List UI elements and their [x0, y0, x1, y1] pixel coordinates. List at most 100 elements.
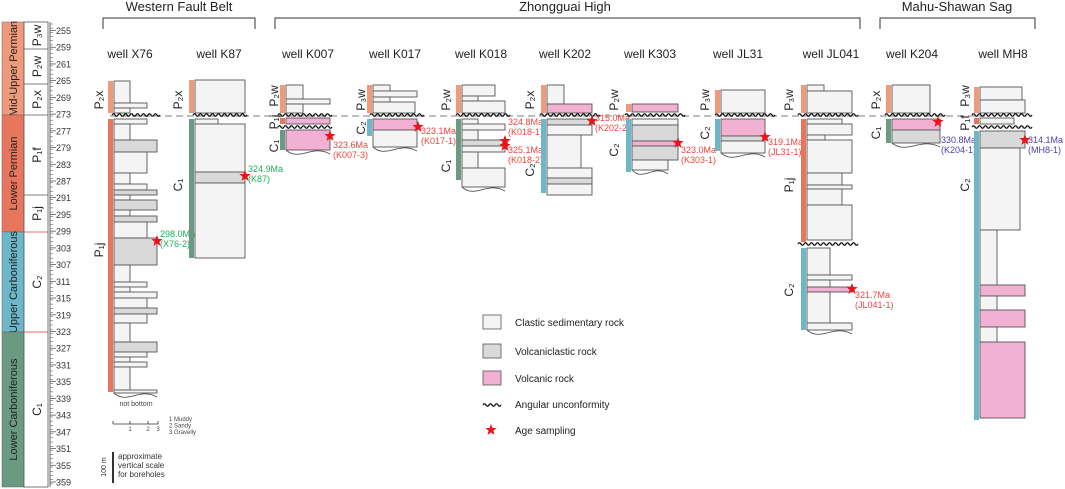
age-tick-label: 299 [56, 227, 71, 237]
age-tick-label: 323 [56, 327, 71, 337]
lithology-interval [631, 140, 679, 147]
formation-bar [715, 119, 720, 151]
sample-label: (K018-2) [508, 155, 543, 165]
lithology-interval [461, 129, 479, 141]
age-tick-label: 331 [56, 360, 71, 370]
lithology-interval [113, 107, 131, 114]
formation-bar [367, 85, 372, 113]
lithology-interval [113, 189, 158, 196]
legend-swatch-clastic [482, 314, 502, 330]
lithology-interval [979, 147, 1021, 231]
legend-label: Age sampling [515, 426, 576, 437]
not-bottom-label: not bottom [119, 401, 152, 408]
angular-unconformity [714, 113, 776, 117]
angular-unconformity [111, 113, 161, 117]
formation-bar [280, 130, 285, 150]
lithology-interval [285, 98, 331, 105]
lithology-interval [113, 215, 158, 223]
lithology-interval [546, 183, 593, 196]
grain-scale-tick-label: 2 [146, 427, 150, 433]
formation-bar [626, 119, 631, 172]
lithology-interval [113, 281, 148, 288]
lithology-interval [372, 101, 416, 114]
lithology-interval [461, 95, 479, 102]
sample-label: (K007-3) [333, 150, 368, 160]
lithology-interval [806, 247, 831, 276]
angular-unconformity [277, 125, 333, 129]
formation-bar [280, 118, 285, 124]
group-title: Western Fault Belt [126, 0, 233, 14]
lithology-interval [631, 145, 679, 161]
formation-label: C₂ [607, 143, 621, 157]
age-label: 324.8Ma [508, 117, 543, 127]
legend-unconformity-icon [482, 403, 502, 407]
age-tick-label: 343 [56, 411, 71, 421]
formation-bar [456, 85, 461, 113]
lithology-interval [113, 297, 148, 309]
lithology-interval [113, 356, 131, 363]
lithology-interval [806, 123, 853, 136]
lithology-interval [113, 209, 131, 217]
lithology-interval [113, 194, 131, 201]
lithology-interval [461, 123, 506, 131]
formation-bar [974, 87, 979, 113]
age-label: 314.1Ma [1028, 135, 1063, 145]
lithology-interval [113, 286, 131, 293]
unit-label: P₂w [30, 56, 44, 78]
lithology-interval [113, 389, 158, 394]
lithology-interval [461, 151, 479, 169]
formation-label: P₂w [439, 89, 453, 111]
lithology-interval [113, 291, 158, 299]
lithology-interval [546, 167, 593, 179]
lithology-interval [546, 84, 565, 105]
lithology-interval [113, 237, 158, 266]
age-tick-label: 287 [56, 177, 71, 187]
legend-label: Volcaniclastic rock [515, 347, 598, 358]
lithology-interval [113, 307, 158, 315]
formation-label: C₁ [439, 160, 453, 173]
sample-label: (K018-1) [508, 127, 543, 137]
lithology-interval [113, 123, 131, 141]
lithology-interval [113, 366, 131, 391]
lithology-interval [113, 361, 148, 368]
sample-label: (K202-2) [595, 123, 630, 133]
lithology-interval [631, 159, 669, 171]
formation-bar [189, 80, 194, 113]
age-label: 298.0Ma [160, 229, 195, 239]
formation-bar [456, 119, 461, 180]
sample-label: (JL041-1) [855, 300, 894, 310]
lithology-interval [806, 188, 843, 206]
well-title: well K204 [885, 47, 938, 61]
lithology-interval [979, 341, 1026, 419]
formation-bar [189, 119, 194, 258]
lithology-interval [891, 118, 941, 131]
lithology-interval [806, 134, 826, 141]
lithology-interval [113, 183, 148, 191]
lithology-interval [631, 118, 679, 126]
age-sampling-star-icon [239, 170, 251, 181]
age-tick-label: 339 [56, 394, 71, 404]
lithology-interval [113, 118, 148, 125]
lithology-interval [806, 322, 853, 331]
lithology-interval [891, 84, 931, 114]
lithology-interval [113, 151, 148, 174]
group-bracket [879, 17, 1036, 29]
age-tick-label: 307 [56, 260, 71, 270]
grain-scale-tick-label: 3 [156, 427, 160, 433]
legend-swatch-volcaniclastic [482, 343, 502, 359]
lithology-interval [372, 84, 391, 92]
formation-label: P₂x [171, 91, 185, 110]
lithology-interval [194, 118, 219, 125]
well-title: well JL31 [712, 47, 763, 61]
formation-bar [108, 81, 113, 113]
sample-label: (K87) [248, 174, 270, 184]
lithology-interval [806, 279, 831, 288]
angular-unconformity [797, 113, 859, 117]
sample-label: (K017-1) [421, 136, 456, 146]
well-bottom-curve [113, 392, 158, 398]
angular-unconformity [192, 113, 248, 117]
period-label: Mid-Upper Permian [8, 21, 20, 116]
lithology-interval [285, 103, 304, 114]
group-title: Zhongguai High [519, 0, 611, 14]
lithology-interval [113, 341, 158, 353]
